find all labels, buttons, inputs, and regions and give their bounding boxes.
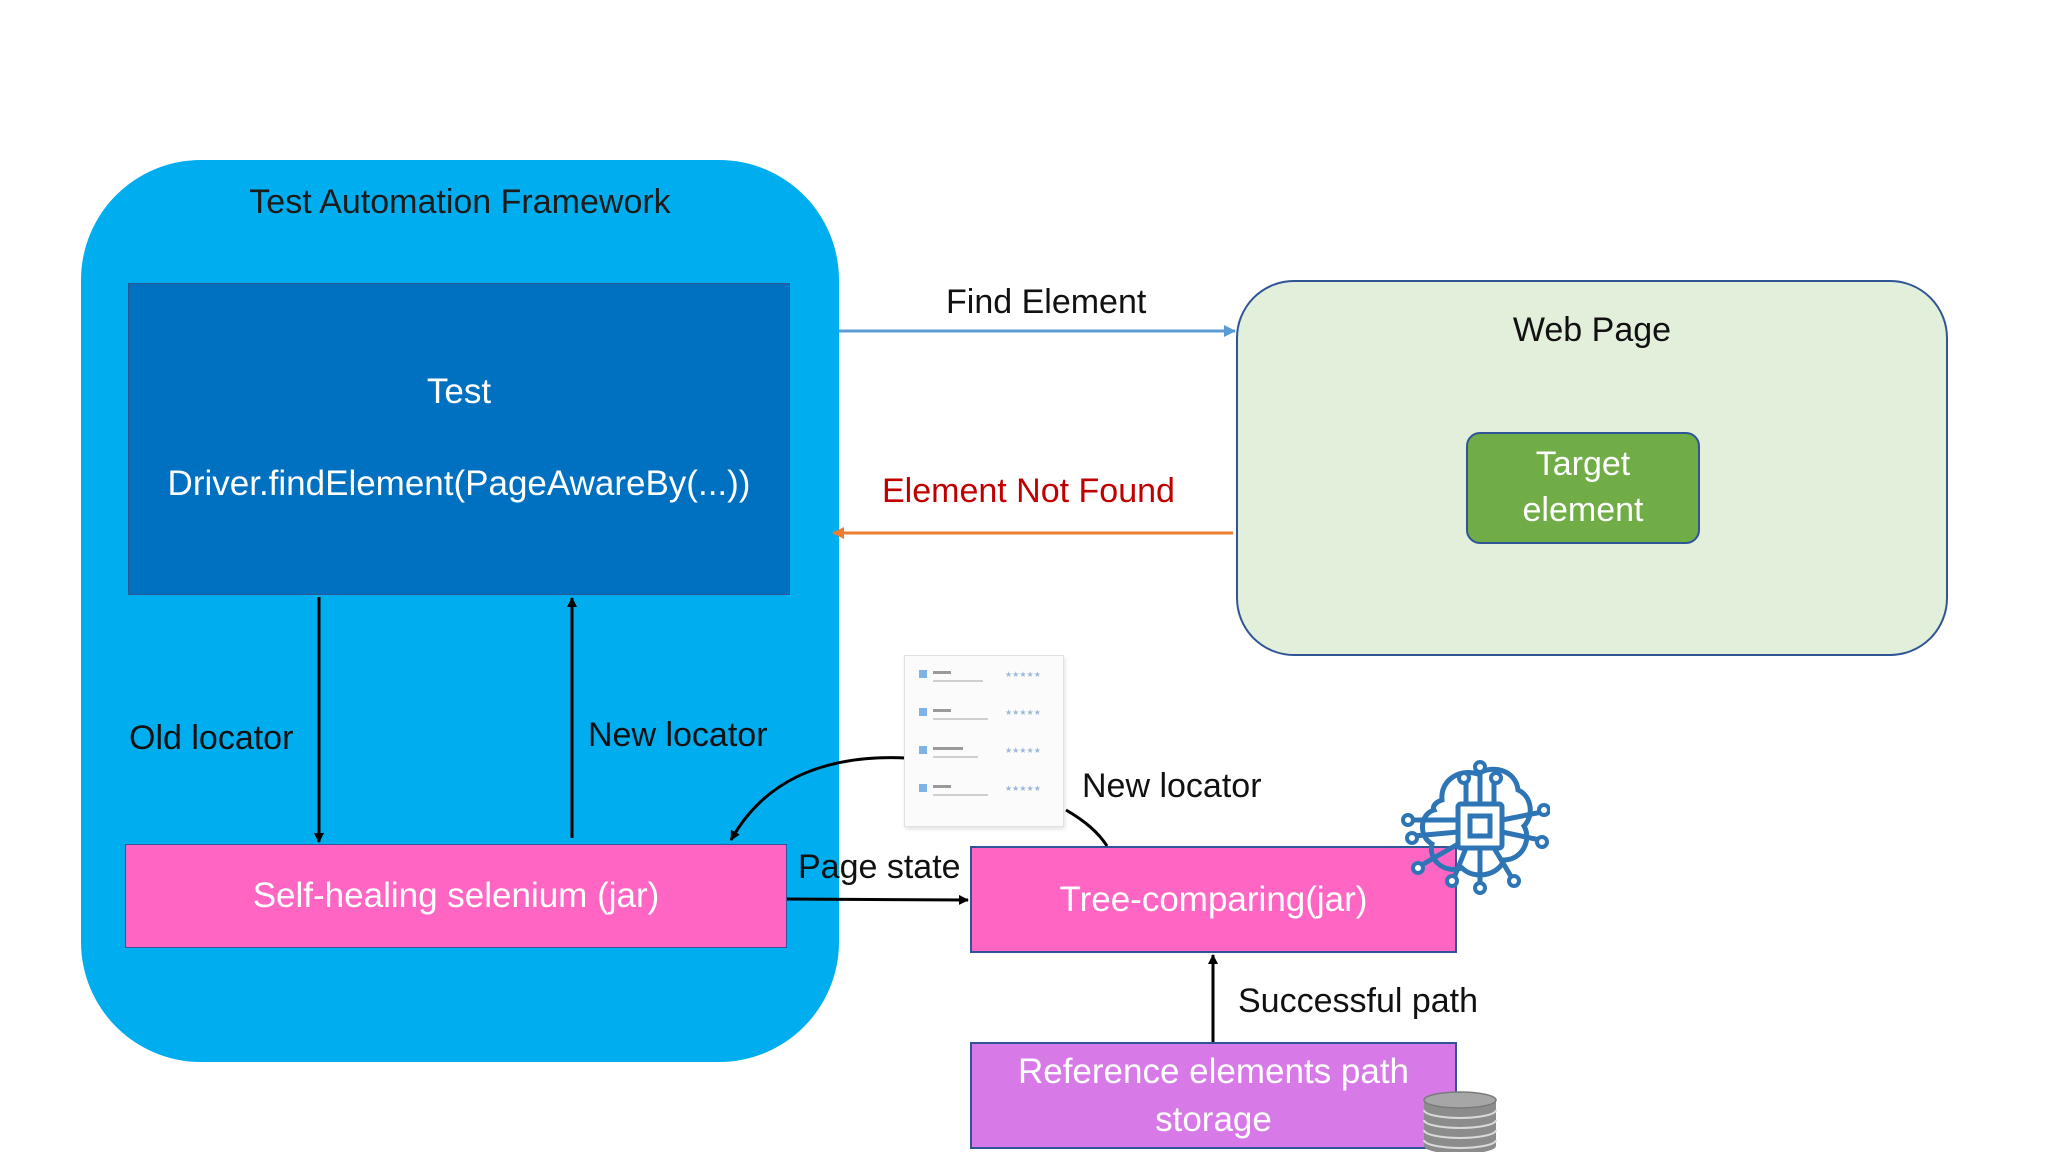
successful-path-label: Successful path (1238, 982, 1479, 1020)
new-locator-label: New locator (588, 716, 768, 754)
find-element-label: Find Element (946, 283, 1147, 321)
web-page-title: Web Page (1512, 311, 1672, 349)
ai-brain-chip-icon (1401, 760, 1550, 895)
storage-label-line-2: storage (1155, 1099, 1272, 1139)
test-code: Driver.findElement(PageAwareBy(...)) (167, 464, 751, 503)
tree-to-doc-curve (1065, 808, 1109, 847)
self-healing-selenium-label: Self-healing selenium (jar) (252, 876, 660, 915)
reference-storage-box: Reference elements path storage (970, 1042, 1457, 1149)
target-label-line-2: element (1522, 491, 1644, 529)
tree-comparing-box: Tree-comparing(jar) (970, 846, 1457, 953)
self-healing-selenium-box: Self-healing selenium (jar) (125, 844, 787, 948)
framework-title: Test Automation Framework (249, 183, 671, 221)
svg-text:★★★★★: ★★★★★ (1005, 746, 1041, 755)
svg-text:★★★★★: ★★★★★ (1005, 708, 1041, 717)
new-locator-curve-arrow (729, 756, 908, 841)
svg-text:★★★★★: ★★★★★ (1005, 670, 1041, 679)
old-locator-label: Old locator (129, 719, 294, 757)
target-element-box: Target element (1466, 432, 1700, 544)
test-box (128, 283, 790, 595)
page-state-arrow (786, 894, 969, 905)
test-title: Test (426, 372, 492, 411)
database-icon (1423, 1091, 1497, 1152)
page-state-label: Page state (798, 848, 961, 886)
new-locator-tree-label: New locator (1082, 767, 1262, 805)
storage-label-line-1: Reference elements path (1017, 1052, 1410, 1092)
locator-list-document-icon: ★★★★★ ★★★★★ ★★★★★ ★★★★★ (904, 655, 1064, 827)
target-label-line-1: Target (1535, 445, 1631, 484)
svg-text:★★★★★: ★★★★★ (1005, 784, 1041, 793)
element-not-found-label: Element Not Found (882, 472, 1175, 510)
tree-comparing-label: Tree-comparing(jar) (1059, 879, 1368, 919)
